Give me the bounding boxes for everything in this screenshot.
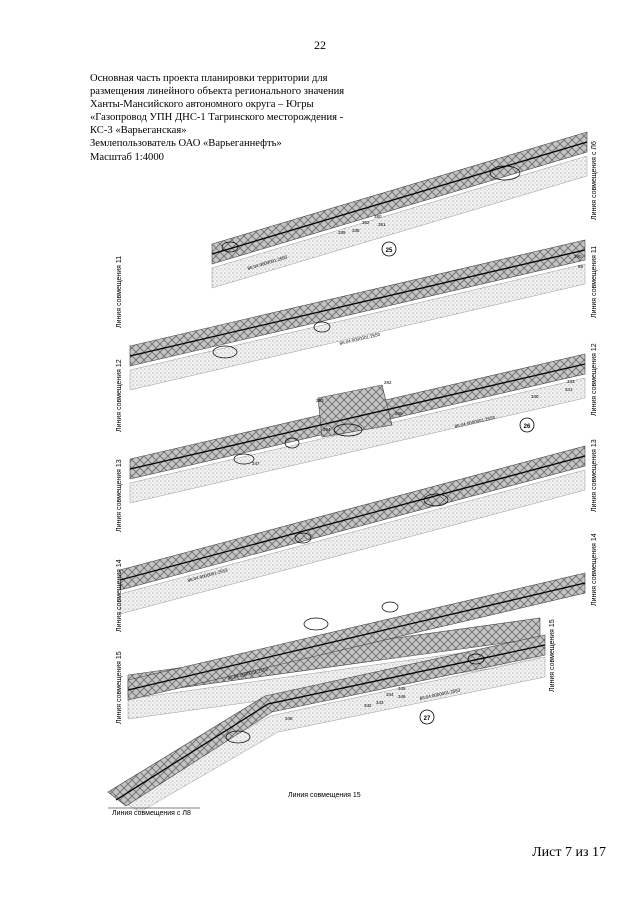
right-of-way-band — [129, 377, 586, 504]
point-label: 333 — [567, 379, 575, 384]
point-label: 292 — [384, 380, 392, 385]
match-line-label: Линия совмещения 15 — [288, 792, 361, 799]
match-line-label: Линия совмещения 11 — [591, 246, 598, 318]
circled-number-text: 26 — [524, 424, 531, 430]
marker-ellipse — [294, 532, 312, 544]
marker-ellipse — [303, 617, 329, 631]
title-line: КС-3 «Варьеганская» — [90, 125, 187, 137]
circled-number-text: 27 — [424, 716, 431, 722]
circled-number-27: 27 — [419, 709, 435, 725]
match-line-label: Линия совмещения 15 — [549, 619, 556, 692]
pipeline-axis — [129, 363, 586, 470]
circled-number-text: 25 — [386, 248, 393, 254]
marker-ellipse — [381, 601, 399, 613]
match-line-label: Линия совмещения с Л8 — [112, 810, 191, 817]
marker-ellipse — [423, 493, 449, 507]
pipeline-axis — [115, 644, 546, 801]
marker-ellipse — [225, 730, 251, 744]
point-labels: 350 351 352 338 339 290 89 292 293 294 2… — [252, 214, 584, 721]
title-line: «Газопровод УПН ДНС-1 Тагринского местор… — [90, 112, 344, 124]
right-of-way-band — [119, 656, 546, 813]
match-line-label: Линия совмещения с Л6 — [591, 141, 598, 220]
match-line-label: Линия совмещения 14 — [591, 533, 598, 606]
sheet-label: Лист 7 из 17 — [532, 845, 606, 860]
point-label: 350 — [374, 214, 382, 219]
point-label: 295 — [395, 411, 403, 416]
pipeline-strip-2: 86:04:0000001:2553 — [129, 239, 586, 391]
title-line: размещения линейного объекта регионально… — [90, 86, 345, 98]
right-of-way-band — [211, 155, 588, 289]
point-label: 339 — [338, 230, 346, 235]
title-line: Ханты-Мансийского автономного округа – Ю… — [90, 99, 314, 111]
match-line-label: Линия совмещения 15 — [116, 651, 123, 724]
circled-number-26: 26 — [519, 417, 535, 433]
pipeline-axis — [211, 141, 588, 255]
marker-ellipse — [333, 423, 363, 437]
marker-ellipse — [284, 437, 300, 449]
pipeline-axis — [129, 249, 586, 357]
point-label: 343 — [376, 700, 384, 705]
title-line: Землепользователь ОАО «Варьеганнефть» — [90, 138, 282, 150]
point-label: 344 — [386, 692, 394, 697]
title-line: Основная часть проекта планировки террит… — [90, 73, 328, 84]
point-label: 341 — [565, 387, 573, 392]
point-label: 352 — [362, 220, 370, 225]
hatched-site — [317, 384, 393, 438]
point-label: 351 — [378, 222, 386, 227]
hatched-strip — [107, 634, 546, 807]
pipeline-axis — [127, 582, 586, 691]
marker-ellipse — [467, 653, 485, 665]
pipeline-strip-1: 86:04:0000001:2553 — [211, 131, 588, 289]
point-label: 346 — [398, 694, 406, 699]
title-block: Основная часть проекта планировки террит… — [90, 72, 400, 164]
match-line-label: Линия совмещения 13 — [116, 459, 123, 532]
point-label: 89 — [578, 264, 584, 269]
marker-ellipse — [212, 345, 238, 359]
point-label: 345 — [398, 686, 406, 691]
point-label: 348 — [285, 716, 293, 721]
right-of-way-band — [119, 469, 586, 615]
pipeline-axis — [119, 455, 586, 581]
right-of-way-band — [129, 263, 586, 391]
page-number: 22 — [314, 38, 326, 52]
match-line-label: Линия совмещения 12 — [591, 343, 598, 416]
marker-ellipse — [233, 453, 255, 465]
point-label: 290 — [574, 254, 582, 259]
match-line-label: Линия совмещения 12 — [116, 359, 123, 432]
point-label: 338 — [352, 228, 360, 233]
pipeline-strip-6: 86:04:0000001:2553 — [107, 634, 546, 813]
match-line-label: Линия совмещения 13 — [591, 439, 598, 512]
pipeline-strip-4: 86:04:0000001:2553 — [119, 445, 586, 615]
point-label: 347 — [252, 461, 260, 466]
match-line-label: Линия совмещения 11 — [116, 256, 123, 328]
circled-number-25: 25 — [381, 241, 397, 257]
point-label: 340 — [531, 394, 539, 399]
match-line-label: Линия совмещения 14 — [116, 559, 123, 632]
marker-ellipse — [489, 165, 521, 181]
point-label: 294 — [323, 427, 331, 432]
marker-ellipse — [221, 241, 239, 253]
marker-ellipse — [313, 321, 331, 333]
point-label: 342 — [364, 703, 372, 708]
scale-line: Масштаб 1:4000 — [90, 151, 164, 163]
point-label: 293 — [316, 398, 324, 403]
match-line-labels: Линия совмещения с Л6 Линия совмещения 1… — [116, 141, 598, 724]
pipeline-strip-3: 86:04:0000001:2553 — [129, 353, 586, 504]
